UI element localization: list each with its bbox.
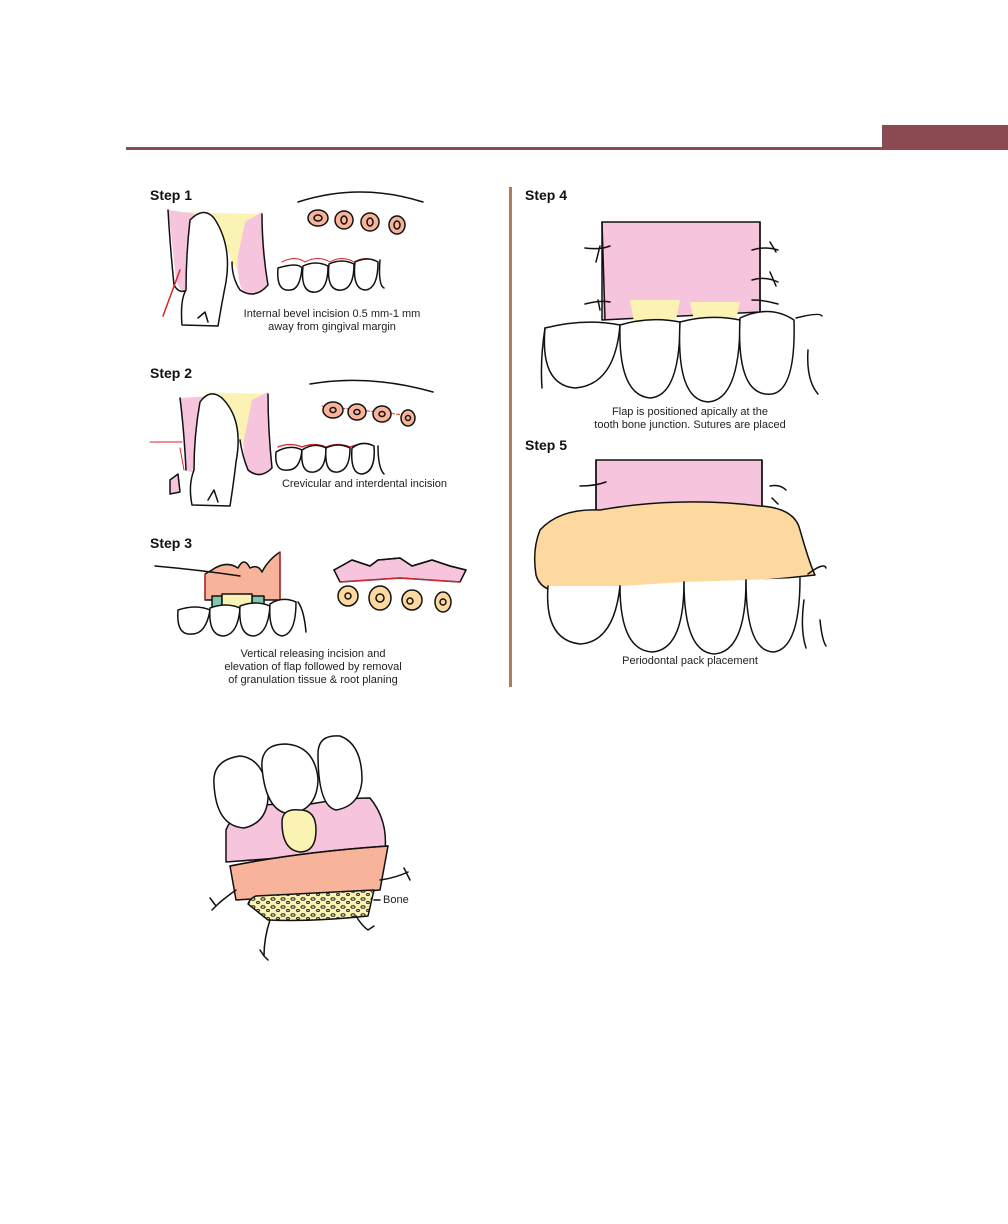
step-2-facial-teeth [275, 442, 385, 475]
step-5-pack [533, 459, 816, 593]
column-divider [509, 187, 512, 687]
header-tab [882, 125, 1008, 150]
step-4-caption: Flap is positioned apically at the tooth… [594, 406, 786, 431]
step-5-caption: Periodontal pack placement [622, 655, 758, 667]
step-3-title: Step 3 [150, 535, 193, 551]
step-3-occlusal-view [333, 557, 467, 613]
step-5-title: Step 5 [525, 437, 568, 453]
step-1-title: Step 1 [150, 187, 193, 203]
step-2-occlusal-view [309, 379, 434, 427]
step-4-title: Step 4 [525, 187, 568, 203]
step-1-facial-teeth [277, 258, 385, 293]
step-3-facial-view [154, 551, 307, 637]
step-2-caption: Crevicular and interdental incision [281, 478, 448, 490]
bottom-apical-flap-figure [209, 735, 411, 961]
step-1-caption: Internal bevel incision 0.5 mm-1 mm away… [243, 308, 421, 333]
step-3-caption: Vertical releasing incision and elevatio… [224, 648, 402, 686]
bone-label: Bone [383, 894, 409, 906]
step-2-title: Step 2 [150, 365, 193, 381]
step-4-flap-sutures [584, 221, 779, 322]
step-4-teeth [540, 310, 823, 403]
step-1-cross-section [162, 209, 269, 327]
step-5-teeth [546, 565, 827, 655]
step-1-occlusal-view [297, 191, 424, 235]
step-2-cross-section [149, 392, 273, 507]
header-rule [126, 147, 883, 150]
